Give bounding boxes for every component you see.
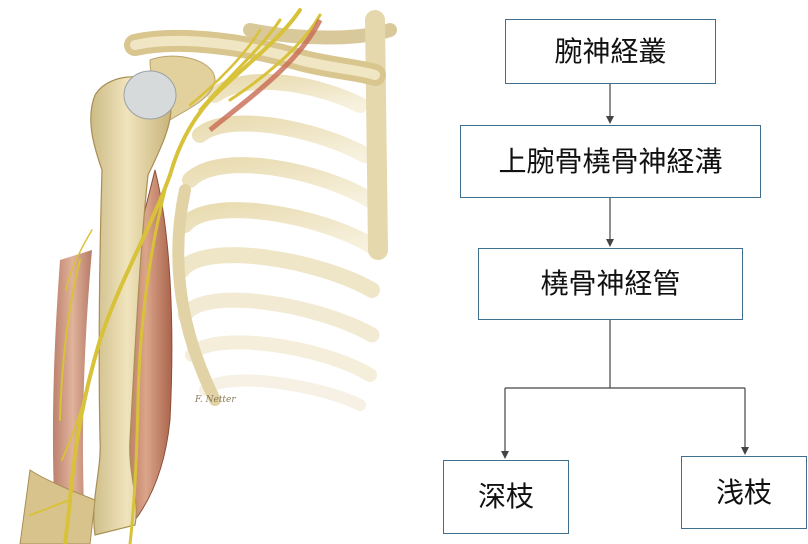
node-radial-tunnel: 橈骨神経管 bbox=[478, 248, 743, 320]
node-brachial-plexus: 腕神経叢 bbox=[505, 19, 716, 84]
node-superficial-branch: 浅枝 bbox=[681, 456, 807, 529]
arm-anatomy-illustration: F. Netter bbox=[19, 8, 397, 544]
illustration-signature: F. Netter bbox=[194, 395, 236, 405]
artery bbox=[208, 18, 323, 132]
node-deep-branch: 深枝 bbox=[443, 460, 569, 534]
humerus bbox=[90, 70, 177, 536]
node-spiral-groove: 上腕骨橈骨神経溝 bbox=[460, 125, 761, 198]
radial-nerve bbox=[29, 8, 322, 544]
